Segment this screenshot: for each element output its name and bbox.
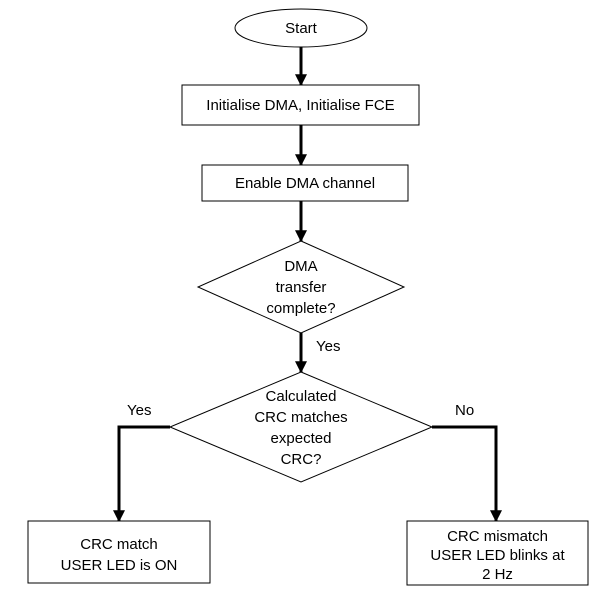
crc-match-result-box: CRC match USER LED is ON (27, 520, 211, 584)
start-terminal: Start (234, 8, 368, 48)
crc-check-decision: Calculated CRC matches expected CRC? (168, 371, 434, 483)
enable-dma-process-box: Enable DMA channel (201, 164, 409, 202)
dma-complete-decision: DMA transfer complete? (196, 240, 406, 334)
crc-decision-line-4: CRC? (281, 451, 322, 468)
dma-decision-line-2: transfer (276, 279, 327, 296)
init-process-label: Initialise DMA, Initialise FCE (206, 97, 394, 114)
crc-decision-line-3: expected (271, 430, 332, 447)
crc-mismatch-line-1: CRC mismatch (447, 528, 548, 545)
connectors (113, 47, 502, 523)
crc-match-line-2: USER LED is ON (61, 557, 178, 574)
crc-decision-line-2: CRC matches (254, 409, 347, 426)
crc-mismatch-line-2: USER LED blinks at (430, 547, 565, 564)
crc-decision-line-1: Calculated (266, 388, 337, 405)
crc-mismatch-result-box: CRC mismatch USER LED blinks at 2 Hz (406, 520, 589, 586)
crc-no-edge-label: No (455, 402, 474, 419)
dma-yes-edge-label: Yes (316, 338, 340, 355)
crc-mismatch-line-3: 2 Hz (482, 566, 513, 583)
crc-match-line-1: CRC match (80, 536, 158, 553)
init-process-box: Initialise DMA, Initialise FCE (181, 84, 420, 126)
connector-crc-yes-to-match (113, 425, 170, 523)
start-label: Start (285, 20, 318, 37)
connector-crc-no-to-mismatch (432, 425, 502, 523)
dma-decision-line-1: DMA (284, 258, 317, 275)
dma-decision-line-3: complete? (266, 300, 335, 317)
enable-dma-process-label: Enable DMA channel (235, 175, 375, 192)
crc-yes-edge-label: Yes (127, 402, 151, 419)
